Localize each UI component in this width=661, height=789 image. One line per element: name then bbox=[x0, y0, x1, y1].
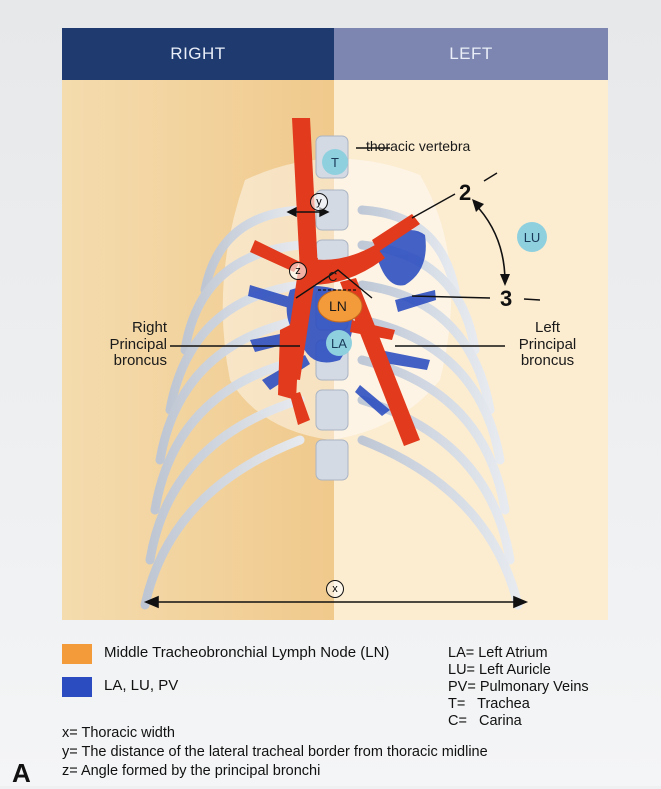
abbr-pv: PV= Pulmonary Veins bbox=[448, 679, 589, 696]
thoracic-vertebra-label: thoracic vertebra bbox=[366, 139, 470, 154]
left-atrium-marker: LA bbox=[326, 330, 352, 356]
z-marker: z bbox=[289, 262, 307, 280]
trachea-marker: T bbox=[322, 149, 348, 175]
abbr-t: T= Trachea bbox=[448, 696, 530, 713]
left-principal-line3: broncus bbox=[510, 353, 585, 370]
left-principal-line1: Left bbox=[510, 320, 585, 337]
left-principal-label: Left Principal broncus bbox=[510, 320, 585, 370]
right-principal-line3: broncus bbox=[97, 353, 167, 370]
left-principal-line2: Principal bbox=[510, 337, 585, 354]
legend-text-vessels: LA, LU, PV bbox=[104, 677, 178, 694]
right-principal-line1: Right bbox=[97, 320, 167, 337]
position-3-label: 3 bbox=[500, 286, 512, 312]
y-marker: y bbox=[310, 193, 328, 211]
abbr-lu: LU= Left Auricle bbox=[448, 662, 551, 679]
right-principal-label: Right Principal broncus bbox=[97, 320, 167, 370]
definition-x: x= Thoracic width bbox=[62, 725, 175, 741]
x-marker: x bbox=[326, 580, 344, 598]
abbr-la: LA= Left Atrium bbox=[448, 645, 548, 662]
figure-letter: A bbox=[12, 758, 31, 789]
position-2-label: 2 bbox=[459, 180, 471, 206]
definition-y: y= The distance of the lateral tracheal … bbox=[62, 744, 488, 760]
left-auricle-marker: LU bbox=[517, 222, 547, 252]
legend-text-lymph-node: Middle Tracheobronchial Lymph Node (LN) bbox=[104, 644, 389, 661]
definition-z: z= Angle formed by the principal bronchi bbox=[62, 763, 320, 779]
legend-swatch-vessels bbox=[62, 677, 92, 697]
x-arrow bbox=[146, 597, 526, 607]
lymph-node-label: LN bbox=[329, 299, 347, 314]
right-principal-line2: Principal bbox=[97, 337, 167, 354]
legend-swatch-lymph-node bbox=[62, 644, 92, 664]
rotation-arrow bbox=[474, 203, 505, 282]
carina-marker: C bbox=[328, 270, 337, 284]
abbr-c: C= Carina bbox=[448, 713, 522, 730]
